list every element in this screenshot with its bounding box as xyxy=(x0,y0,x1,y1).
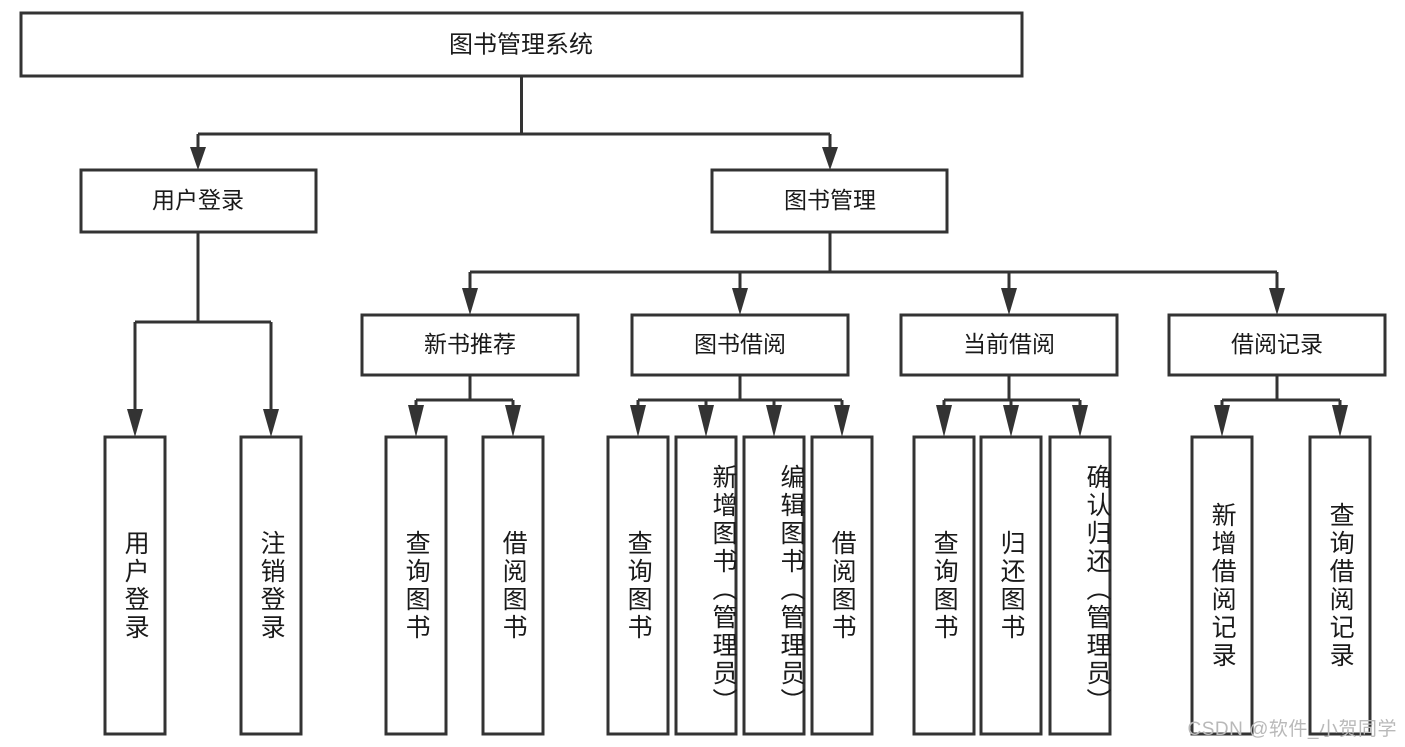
connector-group-book-borrow xyxy=(630,375,850,437)
arrow-head-leaf-logout xyxy=(263,409,279,437)
label-borrow-record: 借阅记录 xyxy=(1231,331,1323,357)
arrow-head-book-borrow xyxy=(732,288,748,315)
node-box-leaf-edit-book[interactable] xyxy=(742,435,806,736)
connector-group-current-borrow xyxy=(936,375,1088,437)
node-box-borrow-record[interactable] xyxy=(1167,313,1387,377)
node-box-leaf-borrow-book-1[interactable] xyxy=(481,435,545,736)
node-box-root[interactable] xyxy=(19,11,1024,78)
node-box-leaf-confirm-return[interactable] xyxy=(1048,435,1112,736)
node-box-book-borrow[interactable] xyxy=(630,313,850,377)
node-box-leaf-query-book-1[interactable] xyxy=(384,435,448,736)
label-new-book-recommend: 新书推荐 xyxy=(424,331,516,357)
node-box-leaf-query-book-2[interactable] xyxy=(606,435,670,736)
arrow-head-borrow-record xyxy=(1269,288,1285,315)
arrow-head-new-book-recommend xyxy=(462,288,478,315)
arrow-head-user-login xyxy=(190,147,206,170)
node-box-leaf-add-record[interactable] xyxy=(1190,435,1254,736)
arrow-head-leaf-edit-book xyxy=(766,405,782,437)
arrow-head-leaf-borrow-book-1 xyxy=(505,405,521,437)
arrow-head-leaf-query-book-2 xyxy=(630,405,646,437)
label-current-borrow: 当前借阅 xyxy=(963,331,1055,357)
label-book-manage: 图书管理 xyxy=(784,187,876,213)
node-box-new-book-recommend[interactable] xyxy=(360,313,580,377)
arrow-head-leaf-query-record xyxy=(1332,405,1348,437)
arrow-head-leaf-query-book-1 xyxy=(408,405,424,437)
node-box-leaf-query-record[interactable] xyxy=(1308,435,1372,736)
connector-group-new-book-recommend xyxy=(408,375,521,437)
label-root: 图书管理系统 xyxy=(449,31,593,58)
node-box-current-borrow[interactable] xyxy=(899,313,1119,377)
watermark-text: CSDN @软件_小贺同学 xyxy=(1187,719,1397,740)
arrow-head-leaf-user-login xyxy=(127,409,143,437)
node-box-leaf-logout[interactable] xyxy=(239,435,303,736)
node-box-user-login[interactable] xyxy=(79,168,318,234)
connector-group-book-manage xyxy=(462,232,1285,315)
node-box-book-manage[interactable] xyxy=(710,168,949,234)
arrow-head-leaf-borrow-book-2 xyxy=(834,405,850,437)
connector-group-root xyxy=(190,76,838,170)
node-box-leaf-return-book[interactable] xyxy=(979,435,1043,736)
arrow-head-leaf-return-book xyxy=(1003,405,1019,437)
label-user-login: 用户登录 xyxy=(152,187,244,213)
node-box-leaf-borrow-book-2[interactable] xyxy=(810,435,874,736)
arrow-head-leaf-query-book-3 xyxy=(936,405,952,437)
node-box-leaf-user-login[interactable] xyxy=(103,435,167,736)
arrow-head-current-borrow xyxy=(1001,288,1017,315)
label-book-borrow: 图书借阅 xyxy=(694,331,786,357)
arrow-head-book-manage xyxy=(822,147,838,170)
arrow-head-leaf-add-book xyxy=(698,405,714,437)
node-box-leaf-query-book-3[interactable] xyxy=(912,435,976,736)
node-box-leaf-add-book[interactable] xyxy=(674,435,738,736)
connector-group-borrow-record xyxy=(1214,375,1348,437)
connector-group-user-login xyxy=(127,232,279,437)
arrow-head-leaf-add-record xyxy=(1214,405,1230,437)
arrow-head-leaf-confirm-return xyxy=(1072,405,1088,437)
